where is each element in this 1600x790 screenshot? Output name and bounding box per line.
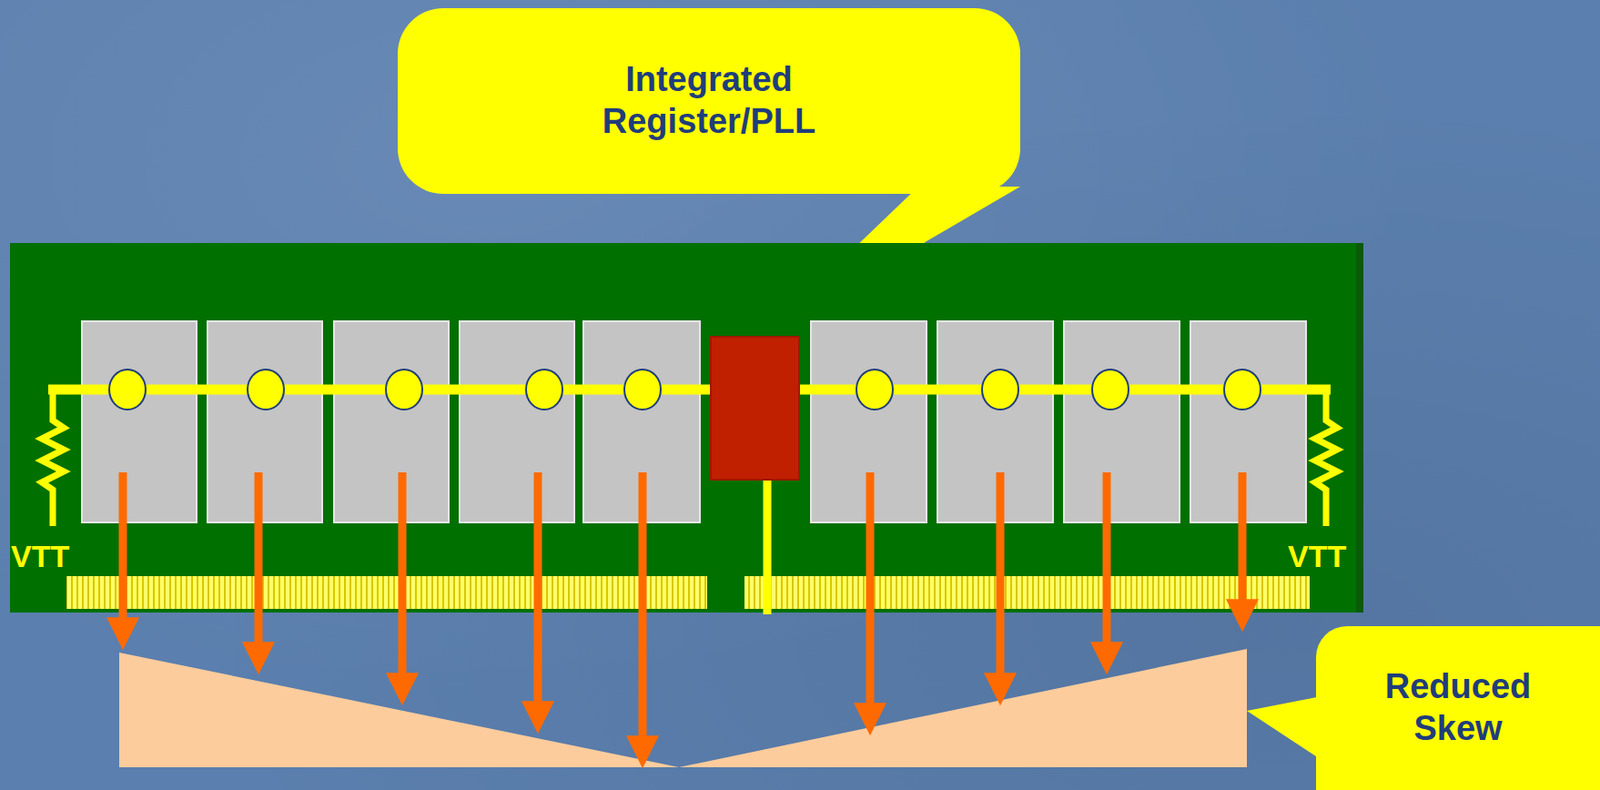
callout-pointer (1246, 696, 1322, 760)
register-pll-chip (710, 336, 800, 480)
callout-box: Reduced Skew (1316, 626, 1600, 790)
voltage-label: VTT (10, 540, 70, 572)
callout-box: Integrated Register/PLL (397, 8, 1021, 194)
callout-text: Integrated Register/PLL (572, 59, 846, 142)
dram-chips (81, 321, 1307, 523)
callout-text: Reduced Skew (1339, 666, 1577, 750)
clock-input-trace (763, 473, 772, 615)
resistor-symbol (1315, 385, 1337, 527)
board-edge (1356, 243, 1364, 613)
clock-pins (109, 369, 1261, 410)
edge-contacts (744, 576, 1310, 609)
voltage-label: VTT (1287, 540, 1347, 572)
skew-arrows (122, 472, 1243, 754)
edge-contacts (66, 576, 708, 609)
clock-trace (48, 384, 1331, 395)
module-board (10, 243, 1363, 613)
skew-band (119, 648, 1247, 768)
resistor-symbol (41, 385, 64, 527)
